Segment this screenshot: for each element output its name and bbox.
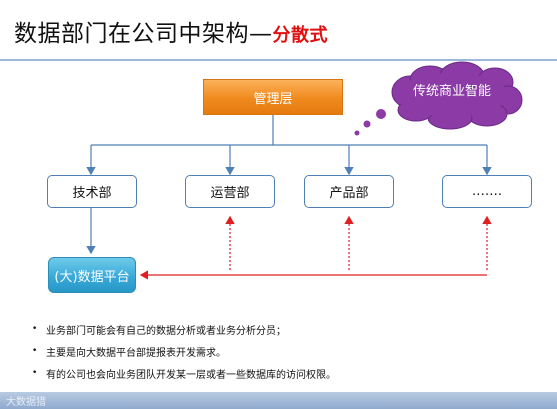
bullet-dot-icon: • <box>32 324 38 334</box>
title-accent: 分散式 <box>272 25 328 46</box>
bullet-item: • 有的公司也会向业务团队开发某一层或者一些数据库的访问权限。 <box>32 362 542 384</box>
ops-dept-label: 运营部 <box>210 186 250 201</box>
cloud-shape <box>354 61 523 136</box>
product-dept-node: 产品部 <box>304 175 394 208</box>
title-dash: — <box>249 21 273 47</box>
bullet-item: • 业务部门可能会有自己的数据分析或者业务分析分员； <box>32 318 542 340</box>
bullet-text: 主要是向大数据平台部提报表开发需求。 <box>46 347 226 359</box>
more-dept-label: ……. <box>471 184 503 199</box>
bullet-dot-icon: • <box>32 346 38 356</box>
title-main: 数据部门在公司中架构 <box>14 21 249 47</box>
bullet-dot-icon: • <box>32 368 38 378</box>
tech-dept-node: 技术部 <box>47 175 137 208</box>
data-platform-label: (大)数据平台 <box>54 269 130 285</box>
ops-dept-node: 运营部 <box>185 175 275 208</box>
title-divider <box>0 59 557 61</box>
product-dept-label: 产品部 <box>329 186 369 201</box>
cloud-label: 传统商业智能 <box>412 84 491 99</box>
bullet-list: • 业务部门可能会有自己的数据分析或者业务分析分员； • 主要是向大数据平台部提… <box>32 318 542 384</box>
bullet-text: 有的公司也会向业务团队开发某一层或者一些数据库的访问权限。 <box>46 369 336 381</box>
watermark: 大数据猎 <box>6 397 46 408</box>
management-node: 管理层 <box>203 79 343 115</box>
slide-title: 数据部门在公司中架构—分散式 <box>14 14 328 48</box>
tech-dept-label: 技术部 <box>72 186 112 201</box>
data-platform-node: (大)数据平台 <box>48 257 136 293</box>
management-label: 管理层 <box>253 91 293 107</box>
bottom-band <box>0 392 557 409</box>
bullet-text: 业务部门可能会有自己的数据分析或者业务分析分员； <box>46 325 286 337</box>
bullet-item: • 主要是向大数据平台部提报表开发需求。 <box>32 340 542 362</box>
more-dept-node: ……. <box>442 175 532 208</box>
